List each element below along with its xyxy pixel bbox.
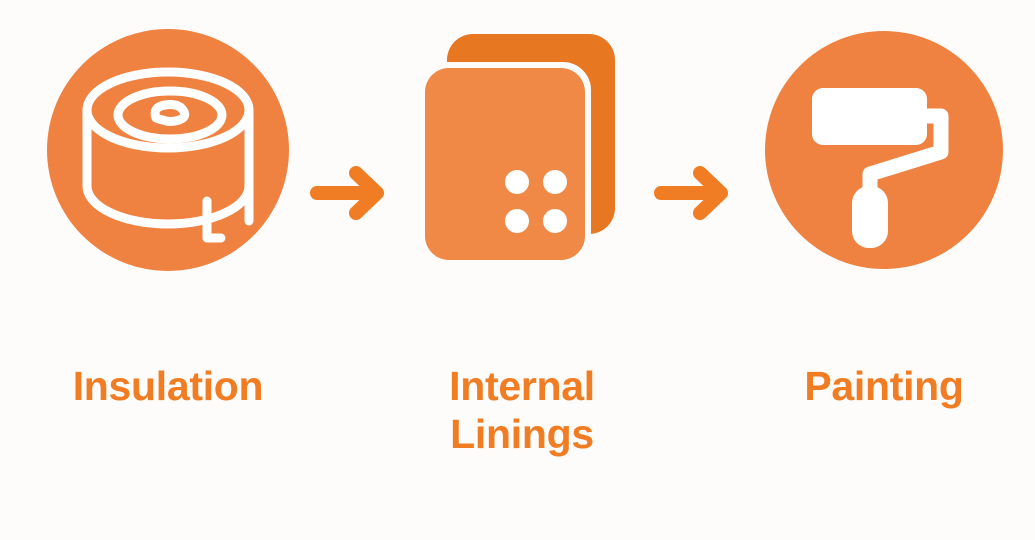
process-step-painting[interactable]: Painting — [744, 0, 1024, 540]
step-label-painting: Painting — [804, 363, 964, 409]
connector-arrow-2 — [652, 162, 738, 224]
roller-grip — [852, 186, 888, 248]
paint-roller-icon — [765, 31, 1003, 269]
step-label-internal-linings: Internal Linings — [449, 363, 595, 458]
insulation-roll-icon — [47, 29, 289, 271]
front-panel — [425, 68, 585, 260]
process-step-internal-linings[interactable]: Internal Linings — [382, 0, 662, 540]
roller-sleeve — [812, 88, 927, 145]
process-step-insulation[interactable]: Insulation — [28, 0, 308, 540]
painting-icon-container — [744, 0, 1024, 300]
screw-dots — [505, 170, 567, 233]
insulation-roll-outline — [82, 67, 254, 243]
step-label-insulation: Insulation — [72, 363, 264, 409]
plasterboard-sheets-icon — [419, 34, 615, 266]
arrow-right-icon — [310, 166, 384, 220]
internal-linings-icon-container — [382, 0, 662, 300]
connector-arrow-1 — [308, 162, 394, 224]
roller-frame — [862, 108, 949, 204]
insulation-icon-container — [28, 0, 308, 300]
arrow-right-icon — [654, 166, 728, 220]
